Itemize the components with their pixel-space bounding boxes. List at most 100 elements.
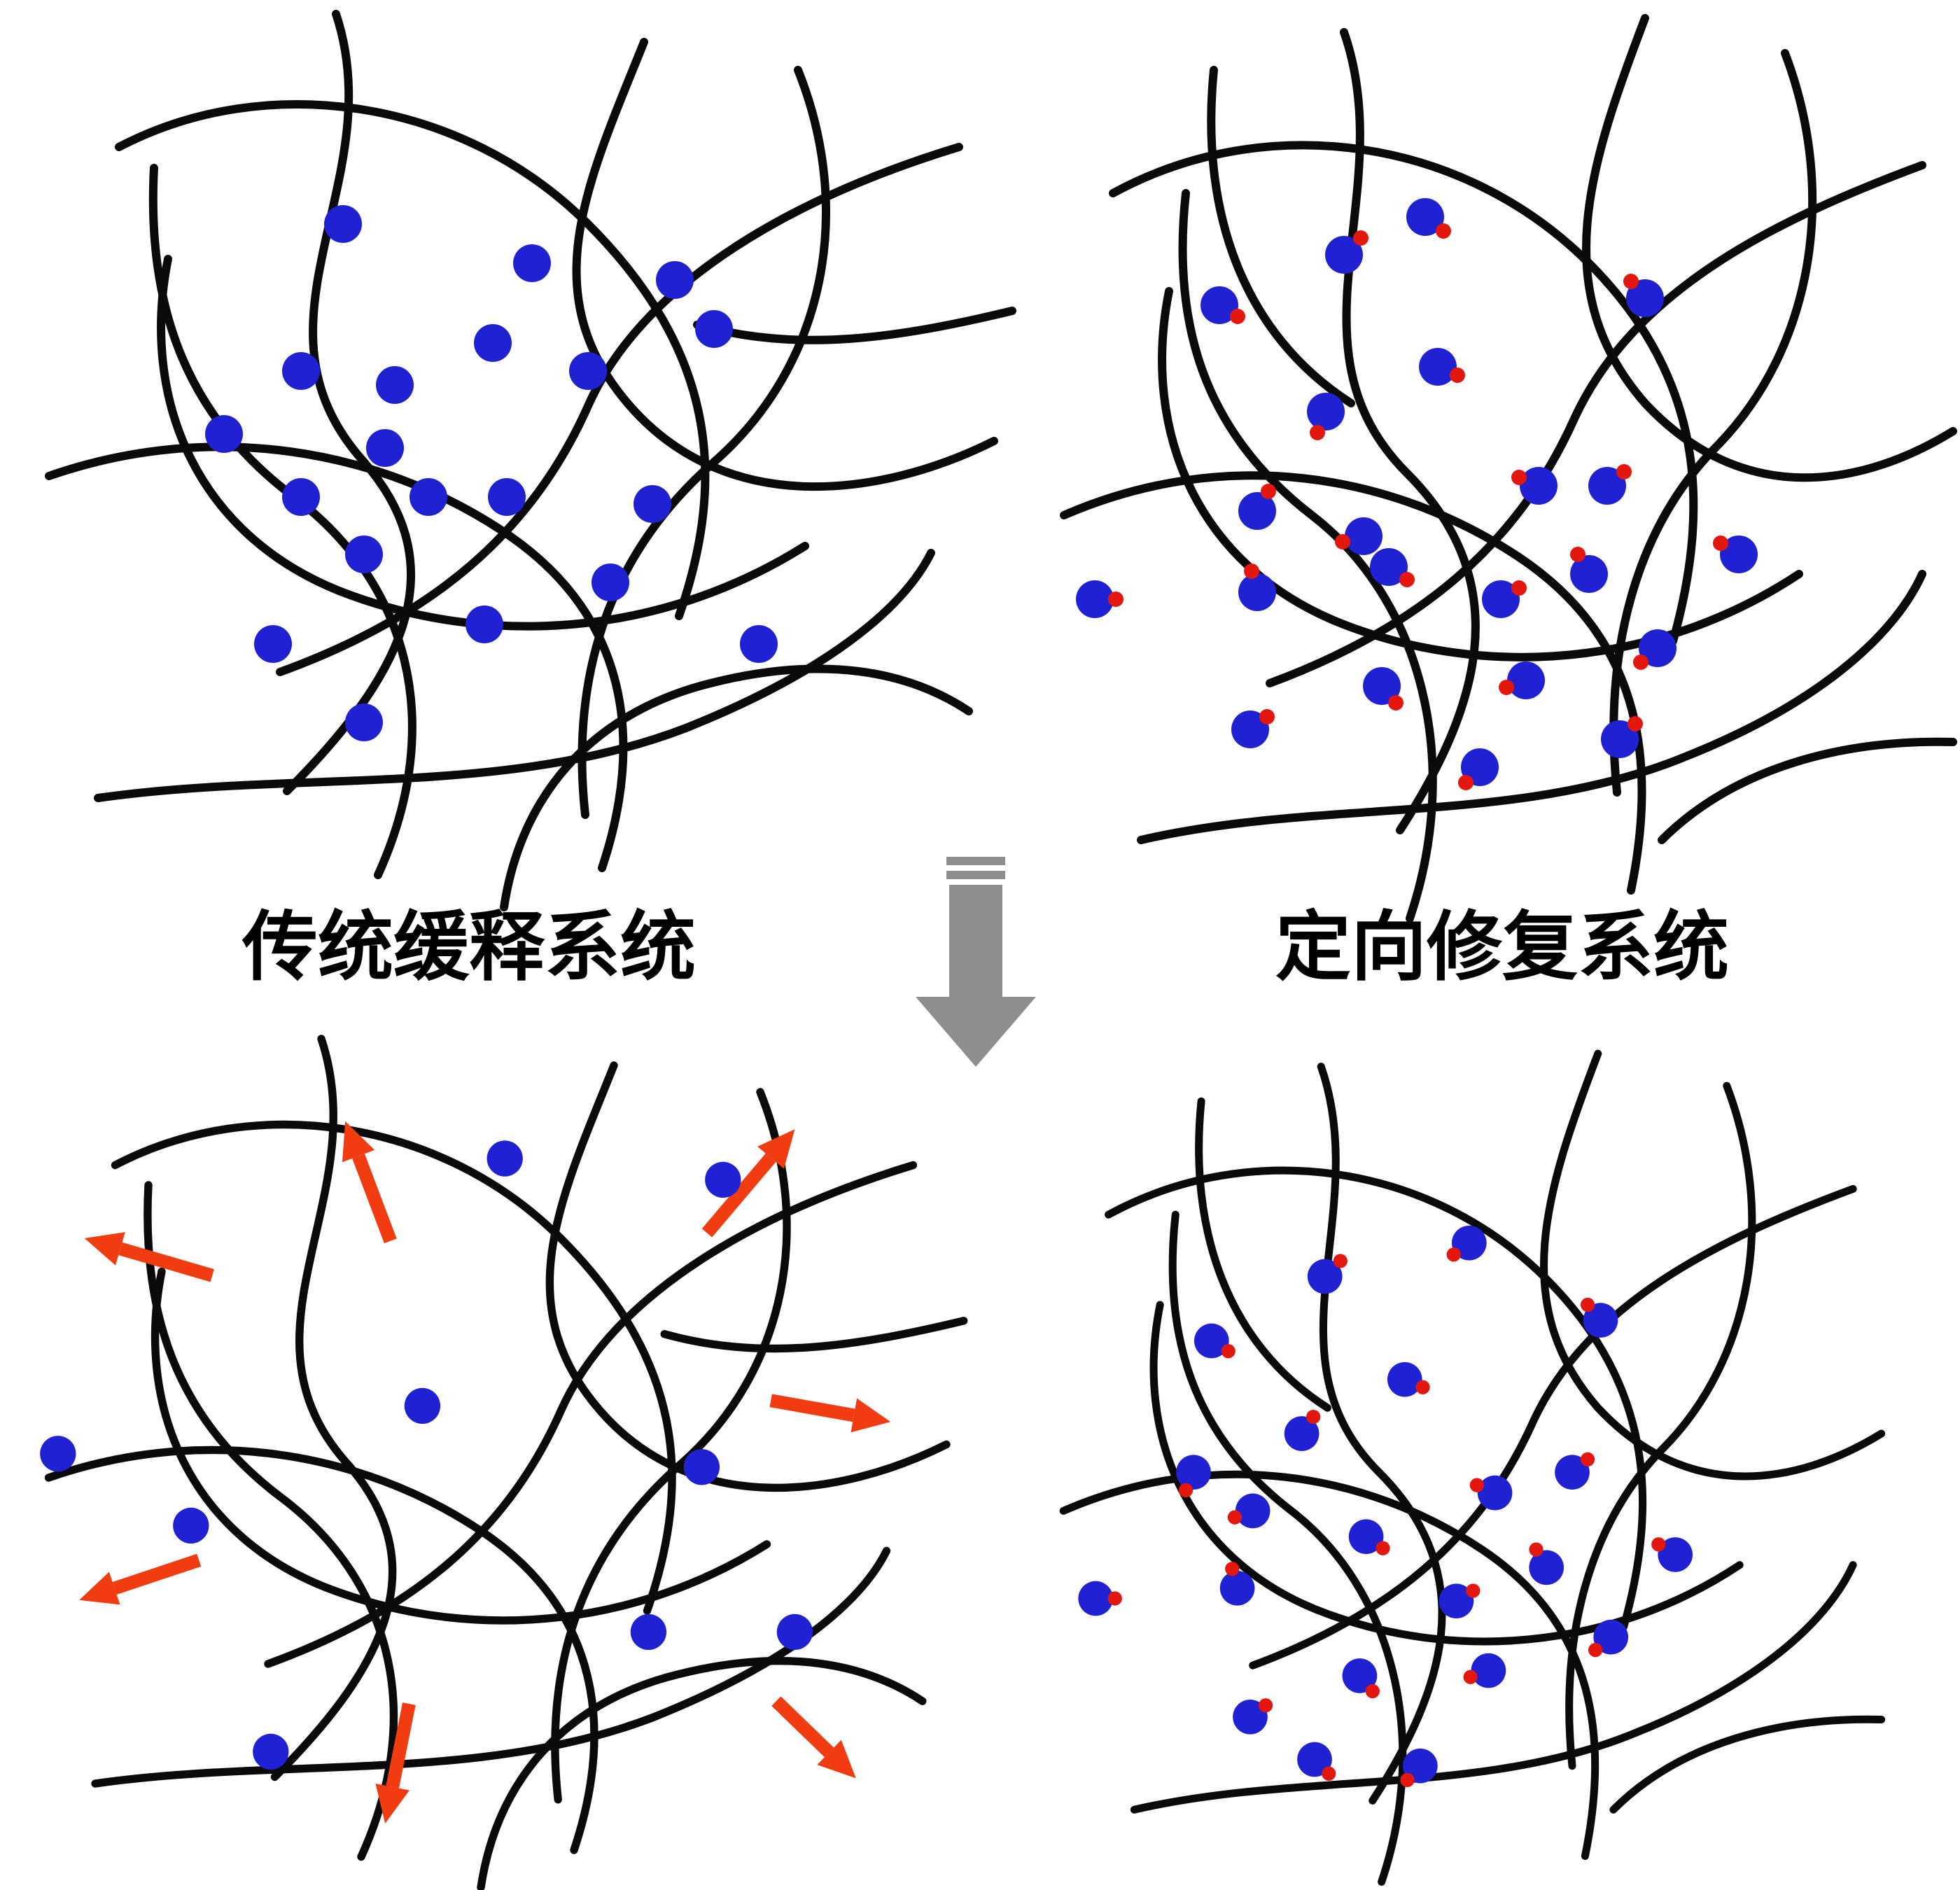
drug-molecule-dot [695, 310, 733, 348]
drug-molecule-dot [1626, 279, 1664, 317]
drug-molecule-dot [1438, 1583, 1474, 1619]
anchor-site-dot [1633, 654, 1648, 670]
drug-molecule-dot [656, 261, 694, 299]
anchor-site-dot [1436, 223, 1451, 239]
anchor-site-dot [1310, 425, 1325, 440]
anchor-site-dot [1178, 1483, 1194, 1498]
drug-molecule-dot [254, 625, 292, 663]
anchor-site-dot [1258, 1698, 1273, 1713]
drug-molecule-dot [1297, 1742, 1332, 1777]
polymer-chain [264, 1161, 918, 1668]
drug-molecule-dot [1342, 1658, 1378, 1693]
polymer-chain [276, 143, 963, 676]
arrow-shaft [949, 885, 1002, 1000]
polymer-chain [1609, 1715, 1886, 1814]
drug-molecule-dot [1658, 1537, 1693, 1572]
drug-molecule-dot [1363, 667, 1401, 705]
label-targeted-system: 定向修复系统 [1275, 904, 1729, 991]
anchor-site-dot [1353, 230, 1368, 246]
release-arrow-head [84, 1232, 125, 1266]
anchor-site-dot [1333, 1254, 1348, 1268]
label-traditional-system: 传统缓释系统 [241, 904, 696, 991]
anchor-site-dot [1322, 1766, 1336, 1781]
anchor-site-dot [1713, 536, 1728, 551]
arrow-dash-line [946, 871, 1005, 879]
panel-traditional-loaded [45, 10, 1016, 911]
polymer-chain [1658, 737, 1957, 844]
release-arrow-shaft [769, 1394, 855, 1422]
polymer-chain [1059, 1470, 1600, 1861]
drug-molecule-dot [486, 1140, 523, 1177]
drug-molecule-dot [366, 429, 404, 467]
anchor-site-dot [1376, 1541, 1390, 1555]
anchor-site-dot [1230, 309, 1245, 324]
panel-traditional-released [40, 1035, 968, 1890]
drug-molecule-dot [634, 485, 671, 523]
drug-molecule-dot [1194, 1323, 1229, 1359]
polymer-chain [1340, 28, 1480, 834]
drug-molecule-dot [1348, 1519, 1384, 1555]
polymer-chain [1582, 14, 1957, 482]
anchor-site-dot [1400, 1772, 1415, 1788]
release-arrow-shaft [386, 1702, 416, 1788]
anchor-site-dot [1623, 274, 1639, 289]
drug-molecule-dot [1307, 393, 1345, 430]
drug-molecule-dot [592, 564, 629, 601]
panel-targeted-loaded [1060, 14, 1957, 923]
anchor-site-dot [1580, 1297, 1595, 1312]
anchor-site-dot [1365, 1684, 1380, 1699]
release-arrow-shaft [118, 1242, 214, 1282]
anchor-site-dot [1469, 1478, 1484, 1492]
drug-molecule-dot [776, 1614, 813, 1651]
polymer-chain [1168, 1210, 1407, 1886]
drug-molecule-dot [1720, 536, 1758, 573]
drug-molecule-dot [1406, 198, 1444, 236]
polymer-chain [94, 549, 935, 802]
drug-molecule-dot [1325, 236, 1363, 274]
polymer-chain [1130, 1561, 1857, 1814]
drug-molecule-dot [1370, 548, 1408, 586]
anchor-site-dot [1446, 1247, 1461, 1262]
drug-molecule-dot [1555, 1455, 1590, 1490]
polymer-chain [144, 1181, 398, 1861]
polymer-chain [157, 255, 809, 631]
polymer-chain [91, 1546, 891, 1788]
release-arrow-head [757, 1129, 795, 1169]
drug-molecule-dot [1419, 348, 1457, 386]
anchor-site-dot [1499, 680, 1514, 695]
polymer-chain [1178, 189, 1437, 923]
anchor-site-dot [1227, 1510, 1242, 1525]
drug-molecule-dot [1219, 1570, 1255, 1606]
anchor-site-dot [1399, 572, 1415, 587]
drug-molecule-dot [1076, 580, 1114, 618]
anchor-site-dot [1107, 1591, 1122, 1606]
drug-molecule-dot [1238, 573, 1276, 611]
release-arrow-shaft [701, 1153, 776, 1238]
drug-molecule-dot [253, 1733, 289, 1770]
polymer-chain [1317, 1063, 1446, 1805]
release-arrow-shaft [112, 1553, 202, 1595]
anchor-site-dot [1261, 484, 1276, 499]
anchor-site-dot [1616, 464, 1632, 479]
drug-molecule-dot [40, 1436, 76, 1472]
drug-molecule-dot [474, 324, 512, 362]
drug-molecule-dot [1235, 1493, 1270, 1529]
polymer-chain [545, 1061, 951, 1492]
drug-molecule-dot [404, 1387, 441, 1424]
release-arrow-shaft [352, 1154, 397, 1244]
drug-molecule-dot [1233, 1699, 1268, 1735]
release-arrow-shaft [771, 1696, 834, 1758]
drug-molecule-dot [1284, 1416, 1320, 1451]
polymer-chain [1137, 570, 1926, 844]
anchor-site-dot [1458, 775, 1474, 790]
release-arrow-head [79, 1572, 120, 1605]
anchor-site-dot [1580, 1452, 1595, 1466]
drug-molecule-dot [173, 1507, 209, 1544]
release-arrow-head [375, 1783, 410, 1823]
polymer-chain [477, 1656, 927, 1890]
anchor-site-dot [1628, 716, 1643, 732]
drug-molecule-dot [1345, 517, 1382, 555]
anchor-site-dot [1259, 709, 1275, 724]
